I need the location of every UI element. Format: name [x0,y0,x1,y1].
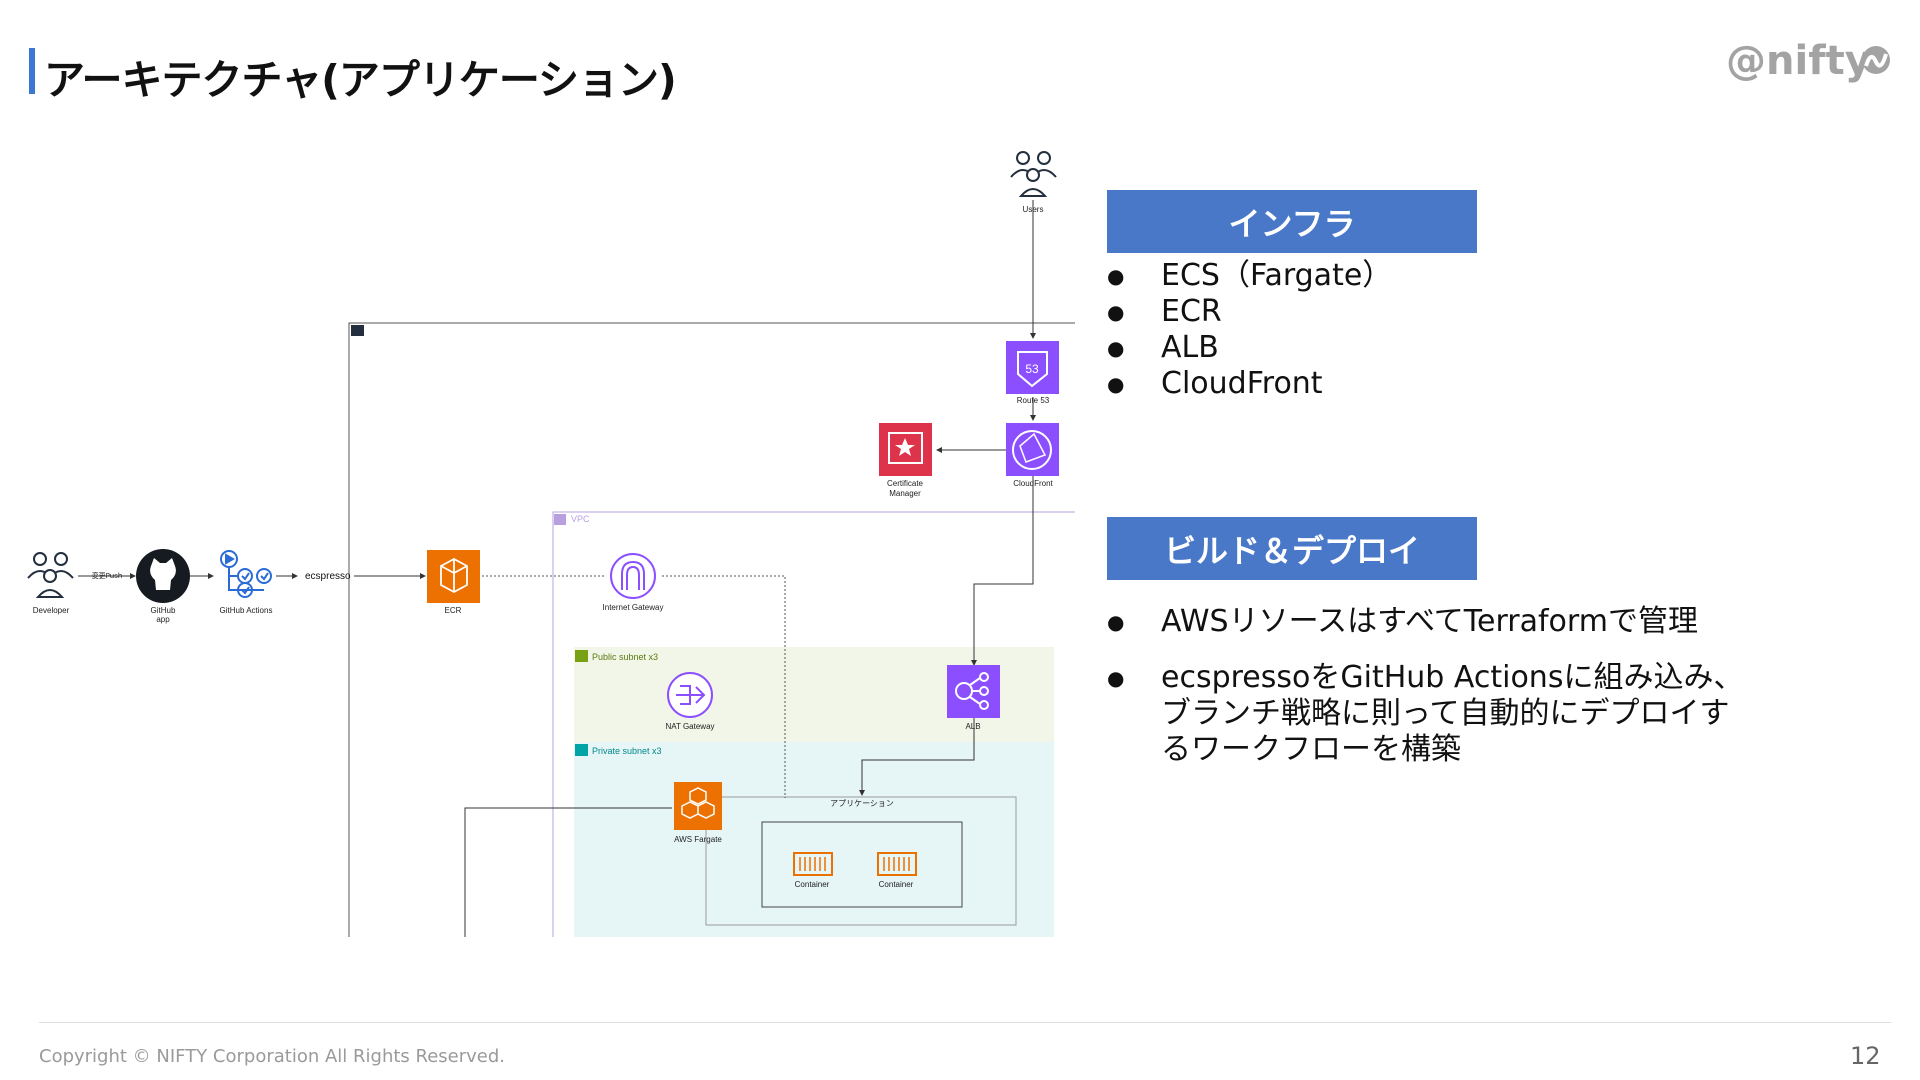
logo-mark-icon [1862,46,1890,74]
container-icon-1 [793,852,833,876]
fargate-label: AWS Fargate [674,835,722,844]
logo-text: @nifty [1726,38,1871,84]
nifty-logo: @nifty [1726,38,1890,84]
nat-gateway-arrows [676,685,706,705]
vpc-label: VPC [571,514,590,524]
users-label: Users [1023,205,1044,214]
infra-item: ALB [1107,330,1392,366]
developer-label: Developer [33,606,70,615]
github-label-1: GitHub [151,606,176,615]
github-label-2: app [156,615,170,624]
github-actions-icon [220,550,272,598]
vpc-icon [554,514,566,525]
private-subnet-label: Private subnet x3 [592,746,662,756]
users-icon [1010,151,1057,197]
push-label: 変更Push [92,571,123,580]
ecspresso-label: ecspresso [305,571,351,582]
cert-manager-label-2: Manager [889,489,921,498]
cloudfront-to-alb-line [971,476,1034,666]
route53-badge: 53 [1025,362,1039,376]
public-subnet-icon [575,650,588,662]
application-label: アプリケーション [830,799,894,808]
alb-node-3 [979,700,989,710]
cert-manager-label-1: Certificate [887,479,924,488]
infra-section-header: インフラ [1107,190,1477,253]
github-octocat-shape [150,558,176,590]
private-subnet-area [574,742,1054,937]
infra-list: ECS（Fargate） ECR ALB CloudFront [1107,258,1392,402]
cloudfront-paths [1019,432,1047,463]
vpc-frame [552,511,1075,937]
infra-item: CloudFront [1107,366,1392,402]
infra-item: ECS（Fargate） [1107,258,1392,294]
alb-to-app-line [859,718,975,796]
nat-gateway-label: NAT Gateway [665,722,714,731]
title-accent-bar [29,48,35,94]
container-label-1: Container [795,880,830,889]
public-subnet-label: Public subnet x3 [592,652,658,662]
aws-cloud-frame [348,322,1075,937]
fargate-feed-line [464,807,672,937]
internet-gateway-label: Internet Gateway [603,603,664,612]
developer-icon [27,552,74,598]
infra-item: ECR [1107,294,1392,330]
build-list: AWSリソースはすべてTerraformで管理 ecspressoをGitHub… [1107,604,1747,788]
fargate-cubes-shape [681,787,715,819]
certificate-shape [888,432,923,464]
alb-label: ALB [965,722,980,731]
alb-node-1 [979,672,989,682]
github-actions-label: GitHub Actions [220,606,273,615]
page-number: 12 [1850,1042,1881,1070]
ecr-label: ECR [445,606,462,615]
aws-cloud-icon [351,325,364,336]
internet-gateway-arch [621,560,645,590]
igw-dotted-line [662,575,786,798]
ecr-cube-shape [440,557,468,594]
route53-label: Route 53 [1017,396,1050,405]
route53-shield [1017,351,1048,388]
page-title: アーキテクチャ(アプリケーション) [44,56,677,104]
alb-node-2 [979,686,989,696]
cloudfront-label: CloudFront [1013,479,1053,488]
footer-divider [39,1022,1891,1023]
container-label-2: Container [879,880,914,889]
build-item: AWSリソースはすべてTerraformで管理 [1107,604,1747,640]
private-subnet-icon [575,744,588,756]
copyright-text: Copyright © NIFTY Corporation All Rights… [39,1046,506,1067]
alb-links [969,677,981,705]
cloudfront-globe [1012,430,1052,470]
certificate-star [895,438,915,456]
build-item: ecspressoをGitHub Actionsに組み込み、ブランチ戦略に則って… [1107,660,1747,768]
task-group [761,821,963,908]
internet-gateway-icon [610,553,656,599]
architecture-diagram: VPC Public subnet x3 Private subnet x3 ア… [27,151,1075,937]
container-icon-2 [877,852,917,876]
build-section-header: ビルド＆デプロイ [1107,517,1477,580]
